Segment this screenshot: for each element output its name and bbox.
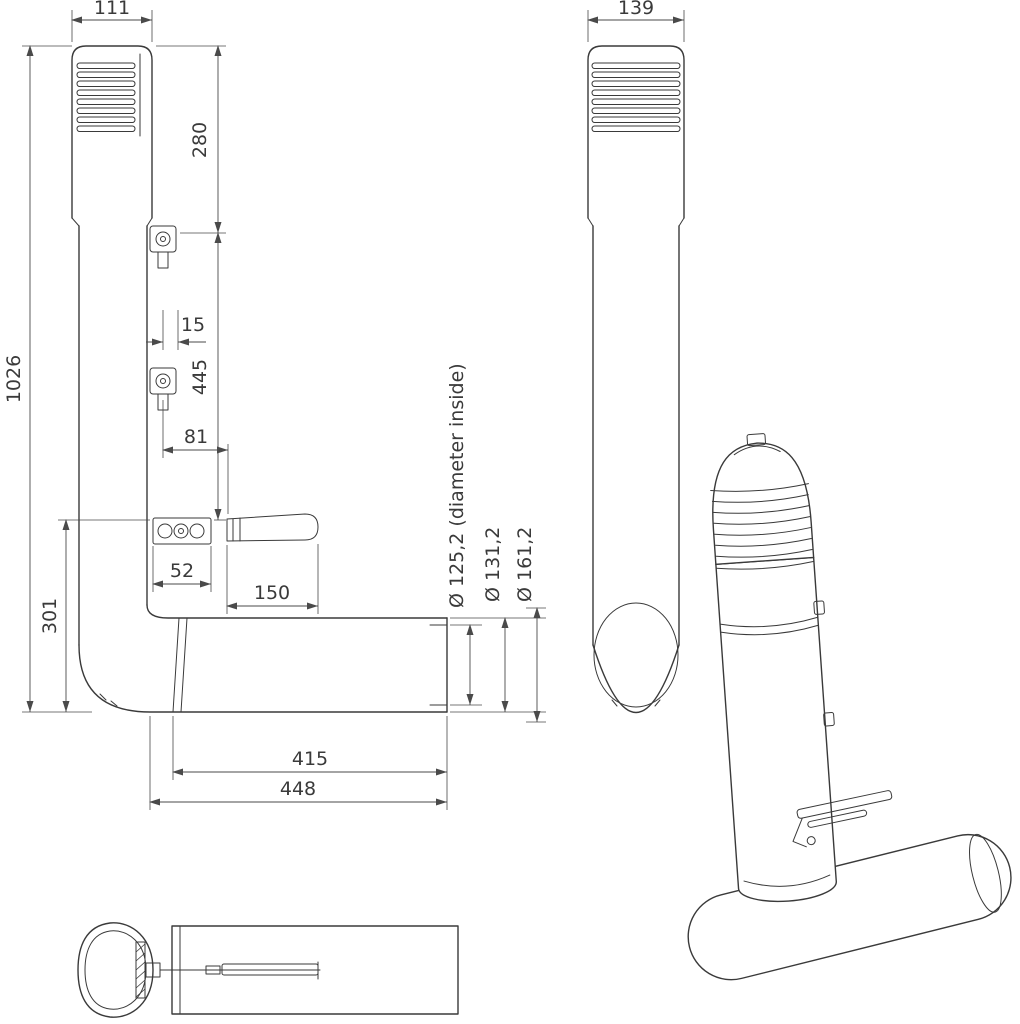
vent-cap-front	[71, 45, 153, 227]
dim-label-diameter-collar: Ø 161,2	[514, 527, 536, 602]
body-bottom-rim-3d	[743, 874, 831, 887]
pipe-body-front	[78, 225, 448, 713]
dim-label-415: 415	[292, 748, 328, 770]
body-seam-3d	[719, 616, 819, 636]
support-rod-top	[145, 961, 321, 980]
dim-front-width-111: 111	[71, 0, 153, 42]
top-view	[77, 922, 459, 1018]
louver-slats-3d	[710, 483, 815, 570]
louver-slats-front	[76, 62, 136, 132]
bracket-hatch-top	[135, 941, 146, 999]
dim-front-outlet-415: 415	[172, 716, 448, 780]
dim-front-offset-81: 81	[162, 400, 229, 514]
dim-label-111: 111	[94, 0, 130, 19]
dim-front-offset-15: 15	[146, 310, 206, 350]
dim-label-diameter-inside: Ø 125,2 (diameter inside)	[446, 363, 468, 608]
mounting-bracket-upper	[149, 225, 177, 269]
vent-cap-side	[587, 45, 685, 227]
outlet-pipe-3d	[687, 833, 1012, 981]
dim-label-445: 445	[189, 359, 211, 395]
perspective-view	[687, 433, 1012, 981]
dim-label-280: 280	[189, 122, 211, 158]
front-view: 111 1026 280 445 15	[3, 0, 546, 810]
dim-front-bottom-301: 301	[39, 519, 150, 712]
bracket-tab-upper-3d	[813, 600, 825, 615]
side-view: 139	[587, 0, 685, 713]
cap-outline-top	[77, 922, 154, 1018]
dim-label-52: 52	[170, 560, 194, 582]
roof-flashing-front	[226, 513, 319, 542]
cap-inner-outline-top	[84, 930, 147, 1010]
dim-label-1026: 1026	[3, 355, 25, 403]
dim-label-150: 150	[254, 582, 290, 604]
dim-label-81: 81	[184, 426, 208, 448]
flashing-clamp-3d	[792, 790, 893, 848]
dim-front-total-1026: 1026	[3, 45, 92, 713]
dim-diameter-callouts: Ø 125,2 (diameter inside) Ø 131,2 Ø 161,…	[446, 363, 546, 723]
dim-label-448: 448	[280, 778, 316, 800]
dim-front-flashing-150: 150	[226, 544, 319, 614]
dim-label-301: 301	[39, 598, 61, 634]
roof-clamp-front	[152, 517, 212, 545]
dim-label-139: 139	[618, 0, 654, 19]
louver-slats-side	[591, 62, 681, 132]
mounting-bracket-lower	[149, 367, 177, 411]
bracket-tab-lower-3d	[823, 712, 835, 727]
vent-body-3d	[710, 433, 837, 903]
dim-front-mid-445: 445	[189, 232, 226, 521]
dim-label-15: 15	[181, 314, 205, 336]
dim-front-clamp-52: 52	[152, 546, 212, 592]
dim-front-outlet-448: 448	[149, 716, 448, 810]
dim-front-cap-280: 280	[156, 45, 226, 234]
dim-label-diameter-pipe: Ø 131,2	[482, 527, 504, 602]
dim-side-width-139: 139	[587, 0, 685, 42]
pipe-body-side	[592, 225, 680, 713]
